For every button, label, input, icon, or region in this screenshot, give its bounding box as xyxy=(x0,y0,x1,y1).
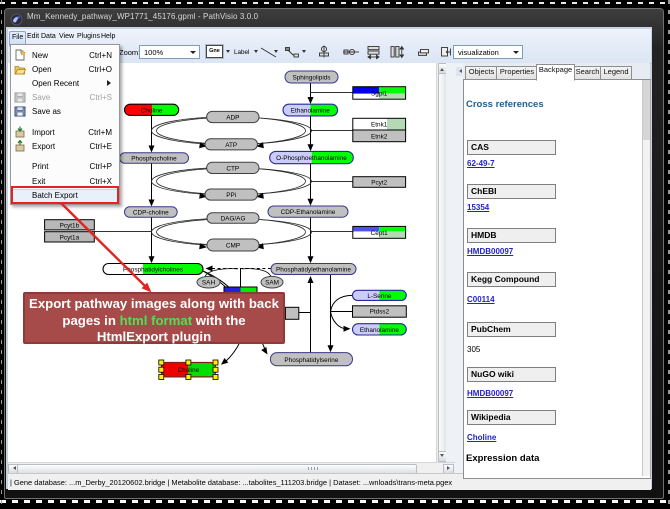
svg-text:SAH: SAH xyxy=(202,280,216,287)
svg-text:Ptdss2: Ptdss2 xyxy=(370,309,390,316)
svg-text:PPi: PPi xyxy=(226,192,236,199)
svg-text:Ethanolamine: Ethanolamine xyxy=(291,108,331,115)
svg-text:CDP-Ethanolamine: CDP-Ethanolamine xyxy=(281,209,336,216)
svg-text:Choline: Choline xyxy=(141,107,163,114)
svg-text:ADP: ADP xyxy=(226,115,239,122)
svg-text:CMP: CMP xyxy=(226,243,240,250)
svg-text:Phosphatidylethanolamine: Phosphatidylethanolamine xyxy=(276,267,351,274)
svg-text:Pcyt1a: Pcyt1a xyxy=(60,234,80,241)
svg-text:Sphingolipids: Sphingolipids xyxy=(292,75,330,82)
svg-text:Sgpl1: Sgpl1 xyxy=(371,91,388,98)
svg-text:Choline: Choline xyxy=(178,367,200,374)
svg-text:CDP-choline: CDP-choline xyxy=(133,210,169,217)
svg-text:Etnk2: Etnk2 xyxy=(371,133,388,140)
svg-text:L-Serine: L-Serine xyxy=(367,293,392,300)
svg-text:Ethanolamine: Ethanolamine xyxy=(360,327,400,334)
svg-text:Phosphocholine: Phosphocholine xyxy=(131,156,177,163)
svg-text:Pcyt2: Pcyt2 xyxy=(371,180,387,187)
svg-text:Cept1: Cept1 xyxy=(371,230,388,237)
svg-text:Etnk1: Etnk1 xyxy=(371,122,388,129)
svg-text:Phosphatidylcholines: Phosphatidylcholines xyxy=(123,267,183,274)
svg-text:Pcyt1b: Pcyt1b xyxy=(60,222,80,229)
svg-text:Phosphatidylserine: Phosphatidylserine xyxy=(284,357,338,364)
svg-text:O-Phosphoethanolamine: O-Phosphoethanolamine xyxy=(276,155,347,162)
svg-text:SAM: SAM xyxy=(265,280,279,287)
svg-text:DAG/AG: DAG/AG xyxy=(221,216,246,223)
svg-text:CTP: CTP xyxy=(226,165,239,172)
svg-text:ATP: ATP xyxy=(225,142,237,149)
